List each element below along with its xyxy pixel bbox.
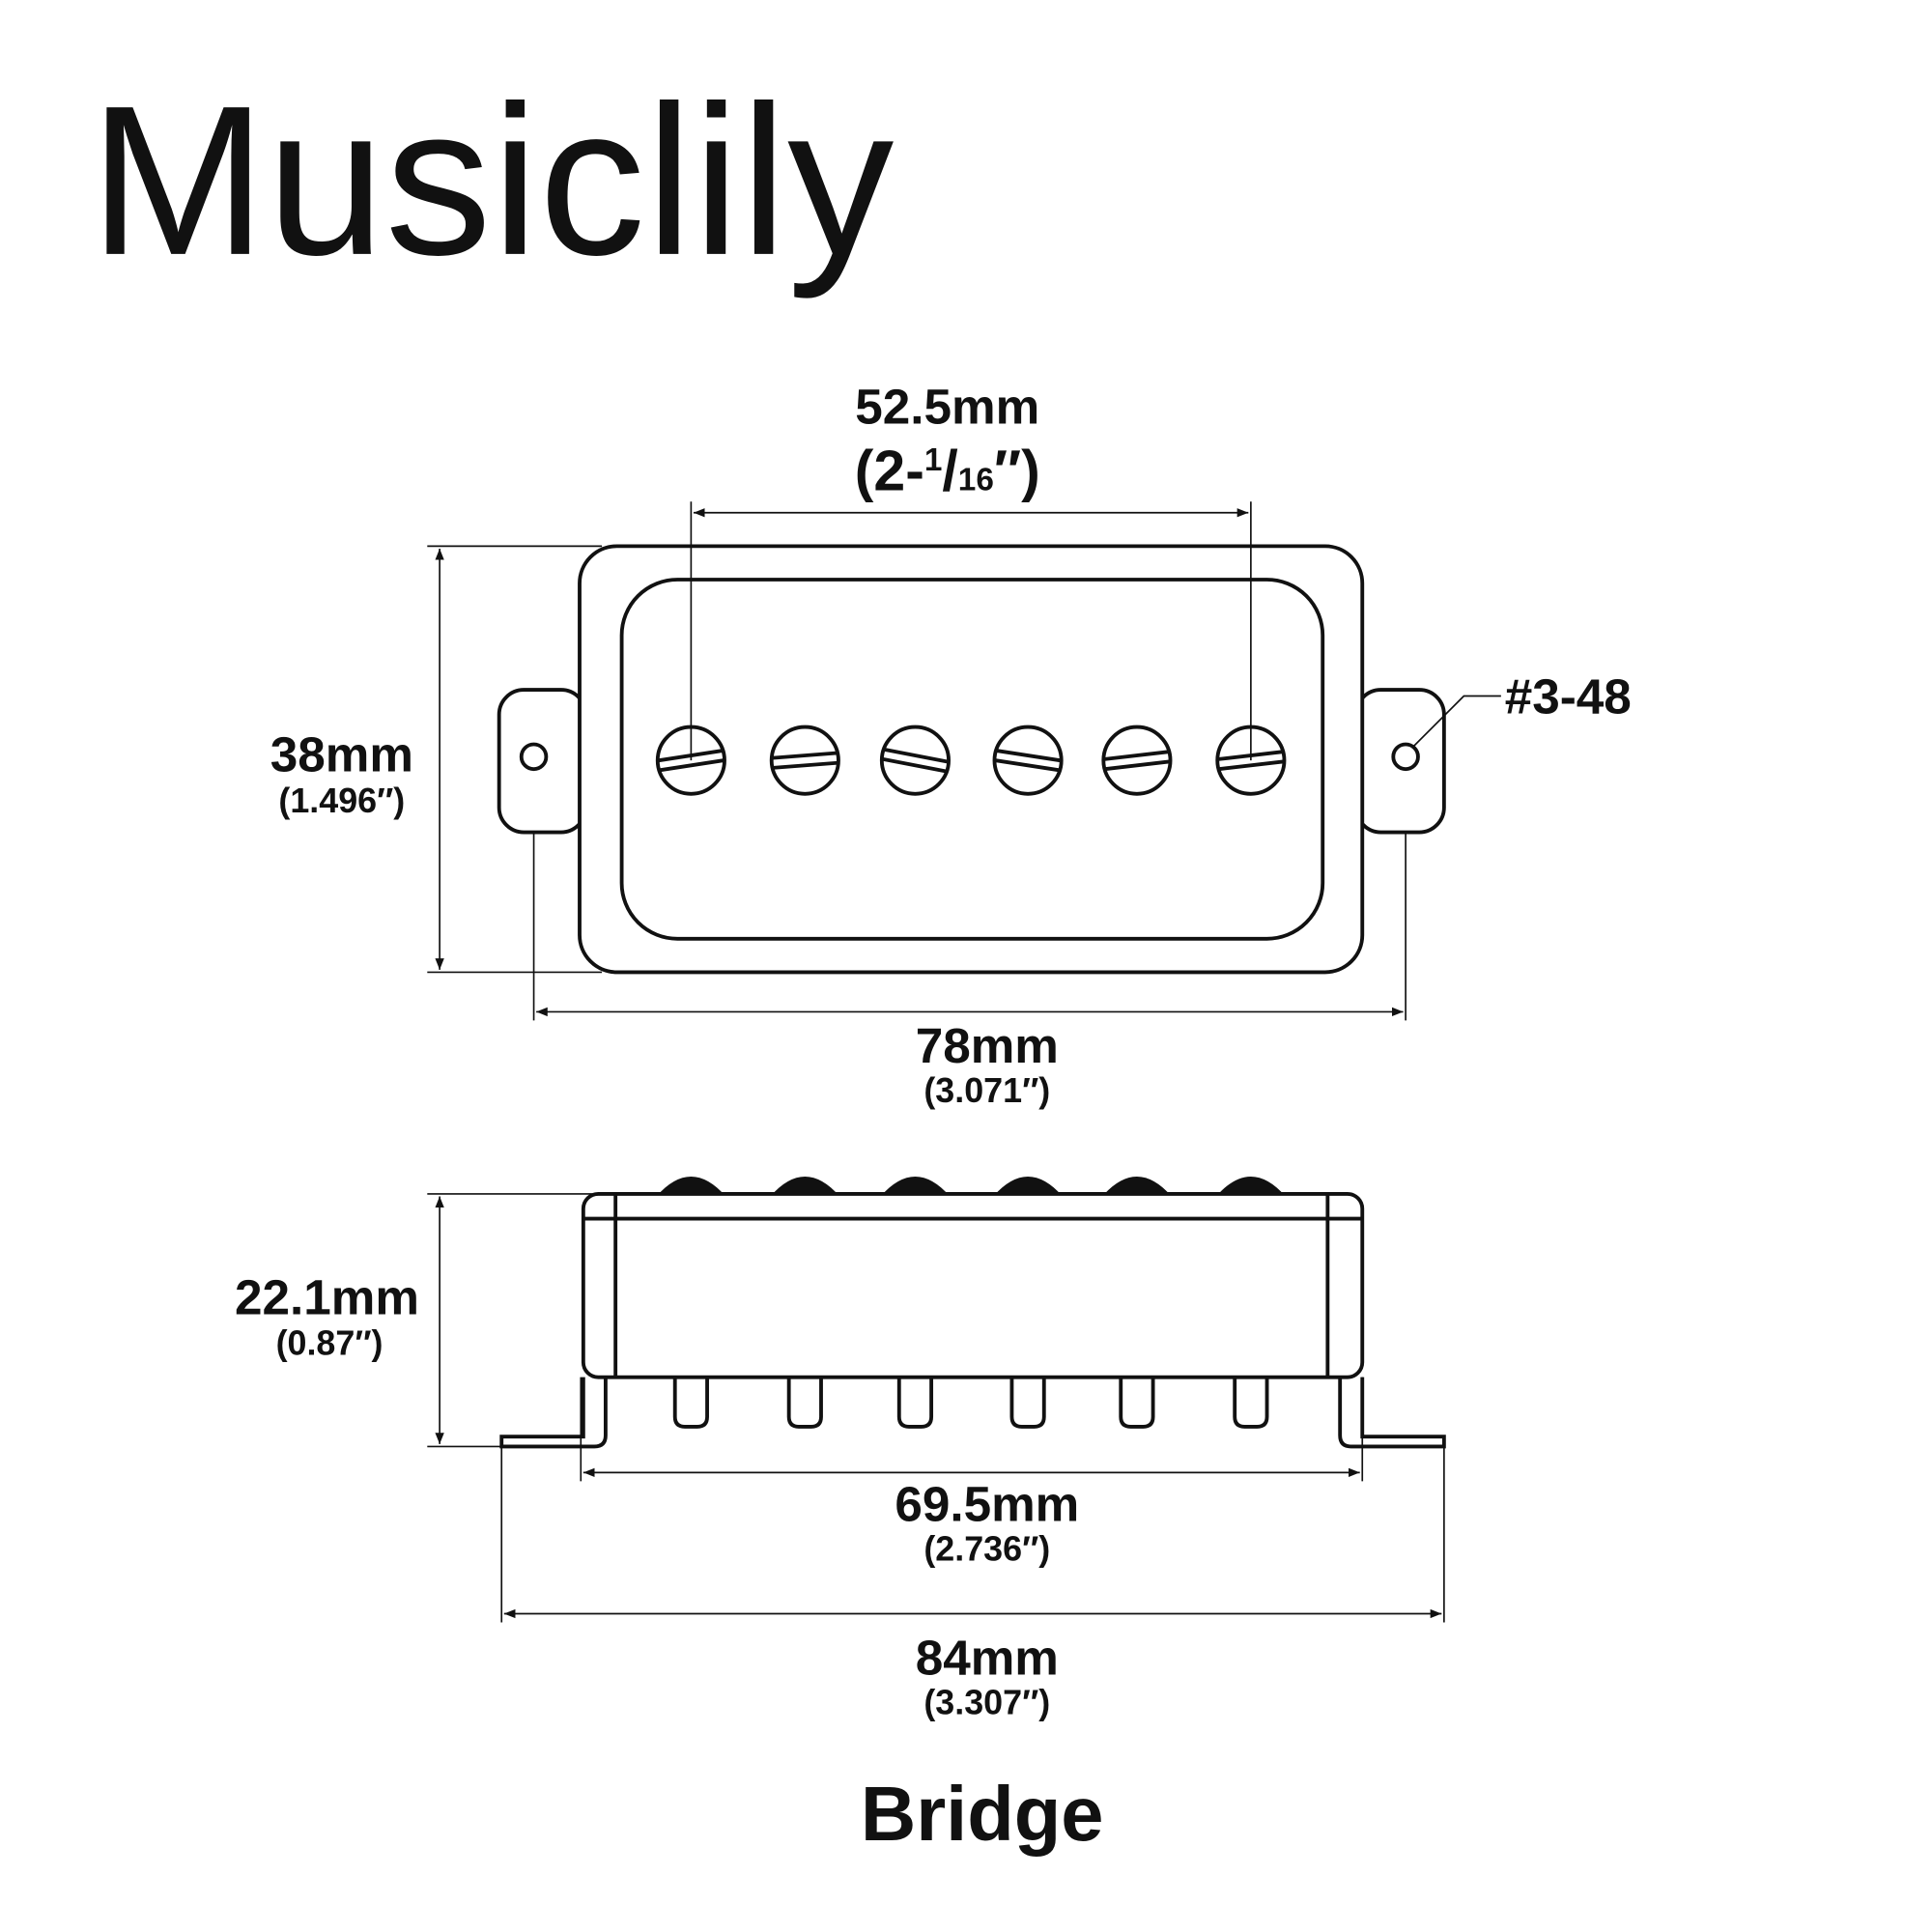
pole-piece-dome bbox=[1102, 1176, 1172, 1197]
left-mount-tab bbox=[497, 688, 588, 835]
total-length-inch: (3.307″) bbox=[923, 1683, 1050, 1721]
pole-piece-leg bbox=[896, 1377, 934, 1429]
right-mount-tab bbox=[1353, 688, 1446, 835]
screw-callout: #3-48 bbox=[1410, 668, 1632, 749]
right-mount-hole bbox=[1391, 742, 1420, 772]
depth-inch: (0.87″) bbox=[276, 1324, 384, 1363]
pickup-top-view bbox=[497, 544, 1446, 975]
depth-dimension: 22.1mm (0.87″) bbox=[235, 1193, 592, 1448]
pole-piece-leg bbox=[672, 1377, 709, 1429]
brand-title: Musiclily bbox=[89, 61, 894, 299]
total-length-mm: 84mm bbox=[916, 1630, 1059, 1685]
pole-piece-dome bbox=[880, 1176, 951, 1197]
pickup-cover-inner bbox=[619, 578, 1325, 941]
pole-spacing-dimension: 52.5mm (2-1/16″) bbox=[690, 379, 1252, 761]
mount-spacing-inch: (3.071″) bbox=[923, 1071, 1050, 1110]
pole-piece-leg bbox=[1119, 1377, 1155, 1429]
right-mount-flange bbox=[1338, 1377, 1446, 1449]
pole-piece-screw bbox=[769, 724, 840, 796]
pole-piece-dome bbox=[770, 1176, 840, 1197]
mount-spacing-dimension: 78mm (3.071″) bbox=[532, 832, 1406, 1110]
pickup-cover-outer bbox=[578, 544, 1365, 975]
cover-length-dimension: 69.5mm (2.736″) bbox=[580, 1377, 1364, 1568]
pickup-side-view bbox=[499, 1176, 1446, 1449]
pole-spacing-inch: (2-1/16″) bbox=[855, 440, 1040, 503]
cover-length-inch: (2.736″) bbox=[923, 1529, 1050, 1568]
pole-piece-leg bbox=[1009, 1377, 1046, 1429]
height-mm: 38mm bbox=[270, 727, 413, 782]
pole-piece-screw bbox=[992, 724, 1064, 796]
cover-length-mm: 69.5mm bbox=[895, 1476, 1079, 1531]
side-cover bbox=[581, 1191, 1365, 1379]
depth-mm: 22.1mm bbox=[235, 1269, 419, 1324]
pole-piece-leg bbox=[1233, 1377, 1269, 1429]
pole-piece-leg bbox=[786, 1377, 823, 1429]
pole-piece-screw bbox=[1101, 724, 1173, 796]
mount-spacing-mm: 78mm bbox=[916, 1018, 1059, 1073]
pole-piece-screw bbox=[879, 724, 951, 796]
screw-size-label: #3-48 bbox=[1505, 668, 1632, 724]
height-inch: (1.496″) bbox=[278, 781, 405, 820]
pole-piece-dome bbox=[656, 1176, 726, 1197]
left-mount-hole bbox=[519, 742, 549, 772]
position-caption: Bridge bbox=[861, 1771, 1104, 1857]
height-dimension: 38mm (1.496″) bbox=[270, 545, 603, 974]
pole-spacing-mm: 52.5mm bbox=[855, 379, 1039, 434]
left-mount-flange bbox=[499, 1377, 608, 1449]
pole-piece-dome bbox=[1215, 1176, 1286, 1197]
total-length-dimension: 84mm (3.307″) bbox=[500, 1446, 1445, 1721]
pole-piece-dome bbox=[993, 1176, 1063, 1197]
